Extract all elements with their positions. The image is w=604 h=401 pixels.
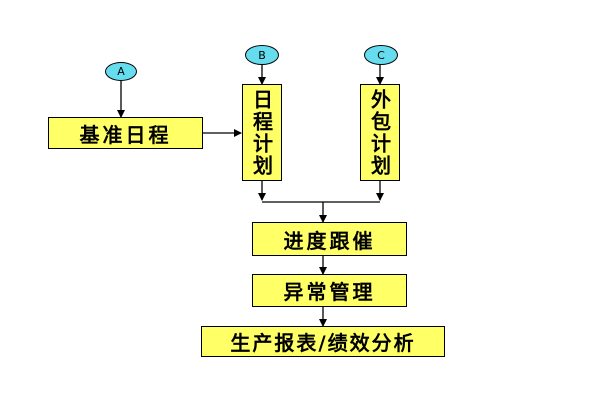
daily-plan-box: 日程计划	[242, 84, 282, 181]
progress-tracking-box: 进度跟催	[252, 222, 407, 256]
report-performance-box: 生产报表/绩效分析	[201, 326, 445, 357]
exception-management-box: 异常管理	[252, 274, 407, 307]
outsourcing-plan-box: 外包计划	[360, 84, 400, 181]
connector-b: B	[245, 45, 279, 65]
connector-c: C	[364, 45, 398, 65]
connector-a: A	[105, 62, 137, 81]
baseline-schedule-box: 基准日程	[48, 117, 203, 149]
